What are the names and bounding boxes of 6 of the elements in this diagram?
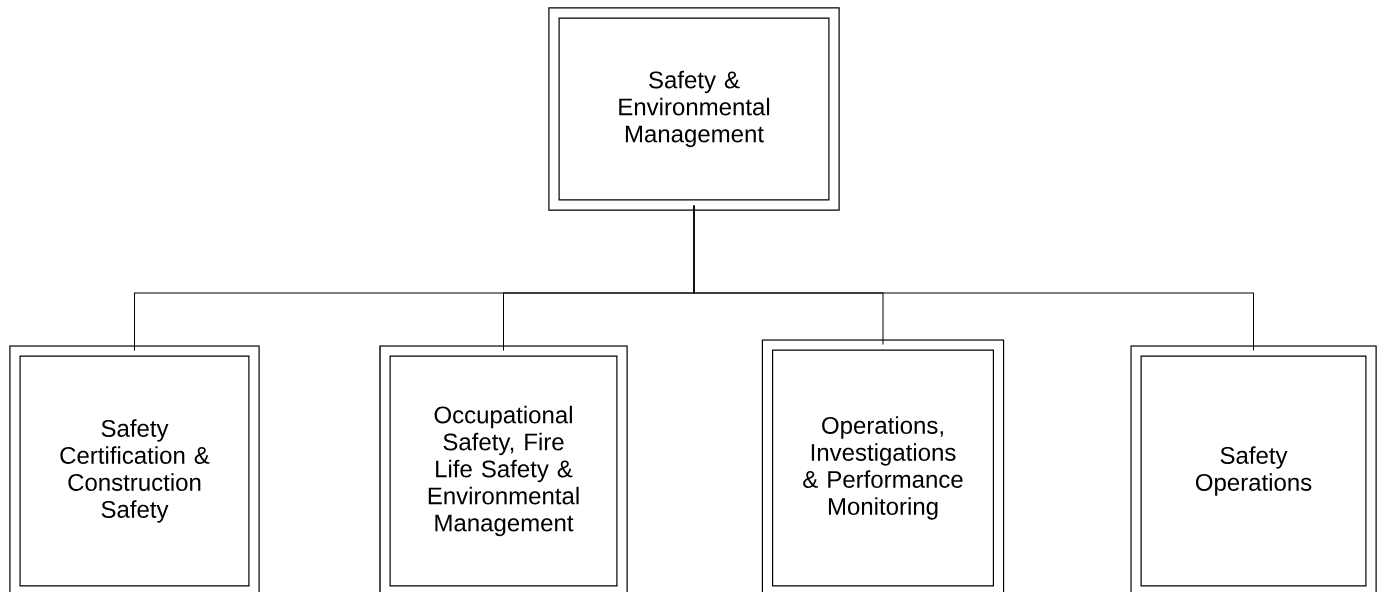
org-box: Safety & Environmental Management bbox=[548, 7, 840, 211]
org-box: Safety Operations bbox=[1130, 345, 1377, 592]
org-box: Safety Certification & Construction Safety bbox=[9, 345, 260, 592]
connector-line bbox=[693, 205, 1254, 351]
org-box: Occupational Safety, Fire Life Safety & Environmental Management bbox=[379, 345, 628, 592]
org-box: Operations, Investigations & Performance Monitoring bbox=[761, 339, 1005, 592]
